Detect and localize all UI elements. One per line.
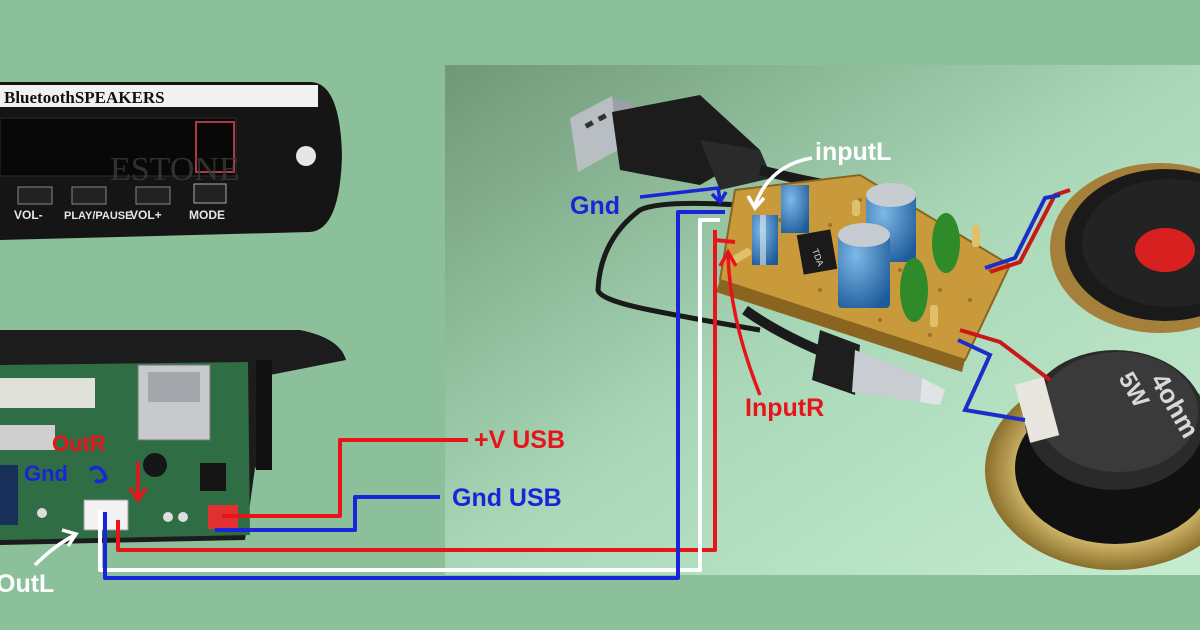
label-out-l: OutL	[0, 570, 54, 598]
mode-button[interactable]: MODE	[189, 183, 227, 222]
perfboard: TDA	[716, 173, 1012, 372]
label-plus-v-usb: +V USB	[474, 426, 565, 454]
speaker-top	[1050, 163, 1200, 333]
label-input-l: inputL	[815, 138, 891, 166]
vol-down-button[interactable]: VOL-	[14, 186, 53, 222]
vol-up-button[interactable]: VOL+	[130, 186, 171, 222]
audio-jack	[742, 305, 945, 405]
label-out-r: OutR	[52, 431, 106, 456]
arrow-gnd-module	[88, 465, 109, 484]
mode-label: MODE	[189, 208, 225, 222]
speaker-wire-red-top	[989, 188, 1071, 274]
wire-gnd	[103, 210, 725, 580]
bluetooth-module-pcb	[0, 330, 346, 545]
black-loop-wire	[595, 200, 761, 333]
arrow-gnd-amp	[639, 186, 722, 201]
label-gnd-amp: Gnd	[570, 192, 620, 220]
speaker-wire-blue-top	[984, 193, 1061, 270]
labels: Gnd inputL InputR +V USB Gnd USB OutR Gn…	[0, 138, 891, 598]
label-input-r: InputR	[745, 394, 824, 422]
usb-plug	[570, 95, 861, 195]
wire-out-l	[98, 218, 720, 572]
arrow-input-r	[726, 254, 762, 396]
sd-slot	[0, 425, 55, 450]
speaker-bottom: 4ohm 5W	[985, 350, 1200, 570]
bluetooth-module-front: BluetoothSPEAKERS ESTONE VOL- PLAY/PAUSE…	[0, 82, 342, 240]
play-pause-label: PLAY/PAUSE	[64, 210, 132, 222]
wire-plus-v-usb	[222, 438, 468, 518]
module-title: BluetoothSPEAKERS	[4, 88, 165, 107]
speaker-wire-red-bottom	[959, 328, 1052, 382]
vol-up-label: VOL+	[130, 208, 162, 222]
wiring-overlay	[98, 210, 736, 580]
vol-down-label: VOL-	[14, 208, 43, 222]
label-gnd-usb: Gnd USB	[452, 484, 562, 512]
annotation-arrows	[33, 156, 813, 567]
wire-gnd-usb	[215, 495, 440, 532]
watermark: ESTONE	[110, 151, 240, 188]
ribbon-connector	[0, 378, 95, 408]
wire-out-r	[116, 230, 717, 552]
arrow-out-l	[33, 533, 76, 567]
speaker-wire-blue-bottom	[957, 338, 1026, 422]
play-pause-button[interactable]: PLAY/PAUSE	[64, 186, 132, 222]
ir-sensor	[296, 146, 316, 166]
wire-input-r-stub	[714, 238, 736, 244]
amplifier-scene: TDA 4ohm 5W	[445, 65, 1200, 575]
arrow-input-l	[753, 156, 813, 206]
label-gnd-module: Gnd	[24, 461, 68, 486]
